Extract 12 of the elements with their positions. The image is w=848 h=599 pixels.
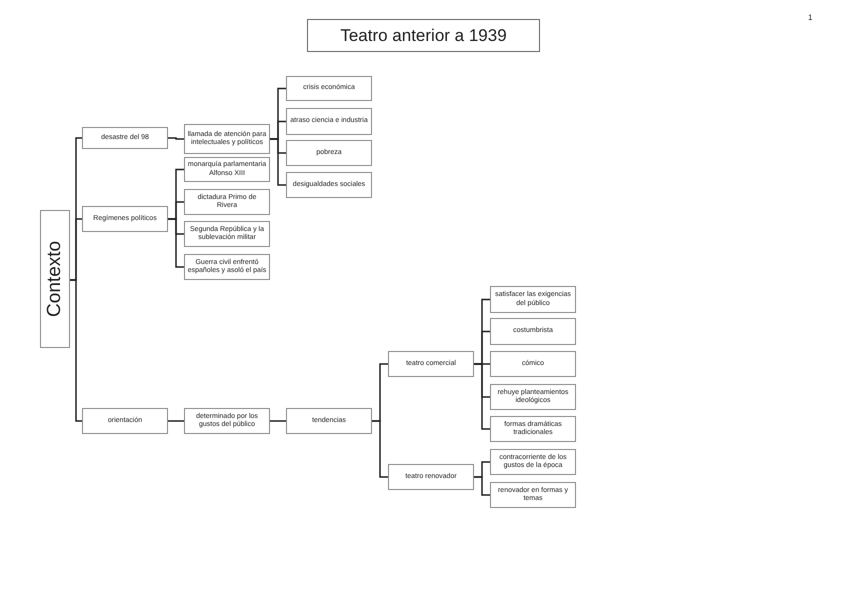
connector-line	[168, 137, 184, 140]
connector-line	[168, 420, 184, 422]
connector-line	[270, 420, 286, 422]
connector-line	[372, 420, 388, 478]
page-number: 1	[808, 13, 812, 22]
connector-line	[474, 476, 490, 496]
concept-box: Contexto	[40, 210, 70, 348]
connector-line	[70, 279, 82, 422]
connector-line	[168, 218, 184, 268]
connector-line	[270, 138, 286, 186]
title-box: Teatro anterior a 1939	[307, 19, 540, 52]
connector-line	[474, 363, 490, 430]
